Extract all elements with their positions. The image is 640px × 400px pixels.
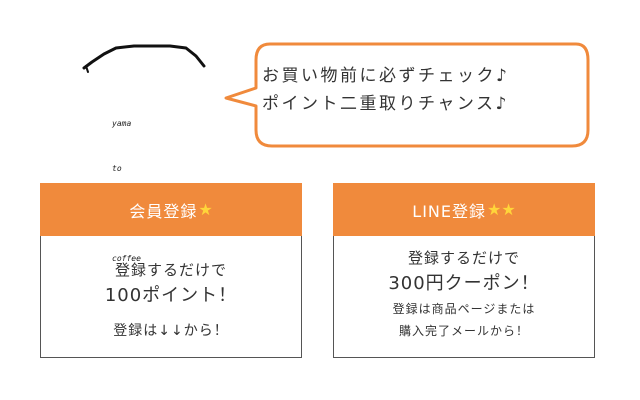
speech-bubble: お買い物前に必ずチェック♪ ポイント二重取りチャンス♪ — [222, 40, 592, 150]
speech-bubble-shape — [224, 42, 590, 148]
member-card-header[interactable]: 会員登録 ★ — [40, 183, 302, 236]
logo-line: to — [112, 164, 122, 173]
line-card-body: 登録するだけで 300円クーポン！ 登録は商品ページまたは 購入完了メールから！ — [333, 236, 595, 358]
bubble-line-1: お買い物前に必ずチェック♪ — [262, 66, 510, 86]
member-card-title: 会員登録 — [129, 201, 198, 221]
line-card-benefit: 300円クーポン！ — [388, 273, 540, 294]
mountain-logo-icon — [82, 44, 206, 73]
line-card-note-2: 購入完了メールから！ — [398, 324, 529, 338]
member-card-benefit: 100ポイント！ — [104, 285, 238, 306]
member-registration-card: 会員登録 ★ 登録するだけで 100ポイント！ 登録は↓↓から！ — [40, 183, 302, 358]
logo-line: yama — [112, 119, 132, 128]
line-card-header[interactable]: LINE登録 ★★ — [333, 183, 595, 236]
member-card-body: 登録するだけで 100ポイント！ 登録は↓↓から！ — [40, 236, 302, 358]
star-icon: ★★ — [487, 200, 516, 219]
line-card-title: LINE登録 — [412, 201, 487, 221]
line-registration-card: LINE登録 ★★ 登録するだけで 300円クーポン！ 登録は商品ページまたは … — [333, 183, 595, 358]
star-icon: ★ — [198, 200, 213, 219]
member-card-note: 登録は↓↓から！ — [113, 323, 229, 339]
bubble-message: お買い物前に必ずチェック♪ ポイント二重取りチャンス♪ — [262, 62, 582, 118]
bubble-line-2: ポイント二重取りチャンス♪ — [262, 94, 509, 114]
line-card-text-1: 登録するだけで — [407, 249, 520, 267]
member-card-text-1: 登録するだけで — [114, 261, 227, 279]
logo-line: coffee — [112, 254, 141, 263]
line-card-note-1: 登録は商品ページまたは — [392, 302, 536, 316]
brand-logo: yama to kawa coffee — [82, 38, 212, 263]
